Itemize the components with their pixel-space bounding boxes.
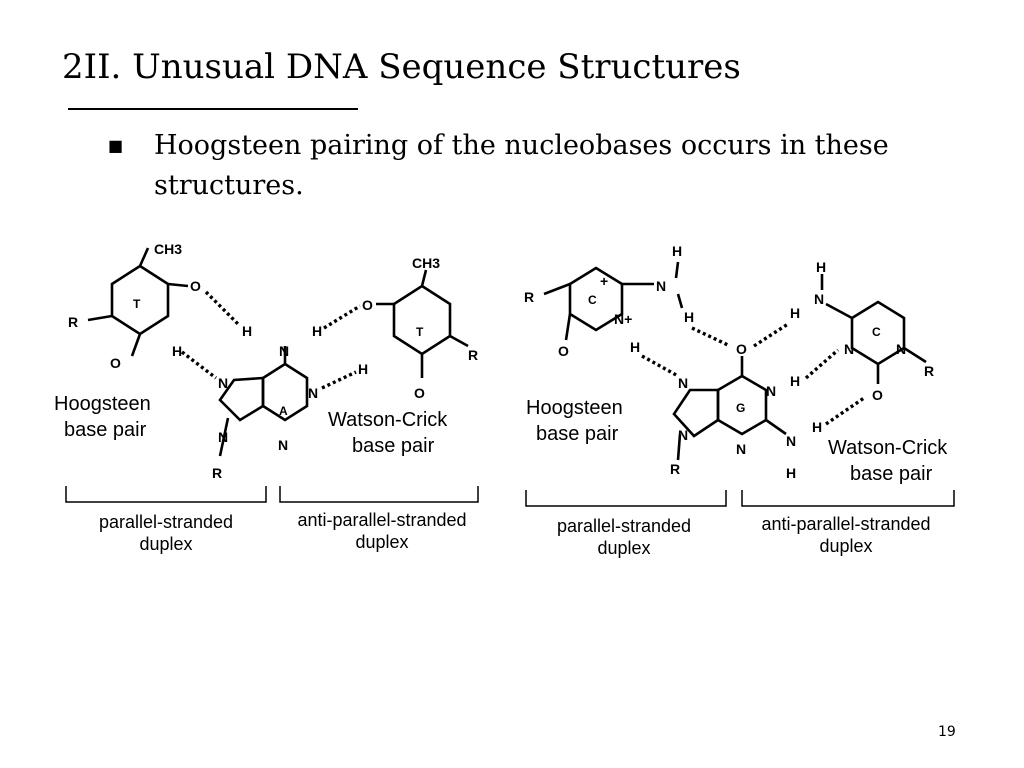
guanine-imidazole-ring bbox=[672, 388, 720, 438]
r-group: R bbox=[68, 314, 78, 330]
r-group: R bbox=[468, 347, 478, 363]
nitrogen-atom: N bbox=[786, 433, 796, 449]
r-group: R bbox=[670, 461, 680, 477]
parallel-bracket bbox=[525, 490, 727, 507]
hydrogen-atom: H bbox=[172, 343, 182, 359]
watson-crick-caption: base pair bbox=[352, 435, 435, 457]
nitrogen-atom: N bbox=[814, 291, 824, 307]
base-label-thymine: T bbox=[133, 297, 141, 311]
hydrogen-atom: H bbox=[812, 419, 822, 435]
hoogsteen-caption: base pair bbox=[536, 423, 619, 445]
protonated-nitrogen: N+ bbox=[614, 311, 632, 327]
r-group: R bbox=[524, 289, 534, 305]
parallel-bracket bbox=[65, 486, 267, 503]
antiparallel-bracket bbox=[741, 490, 955, 507]
hydrogen-atom: H bbox=[790, 305, 800, 321]
duplex-caption: anti-parallel-stranded bbox=[297, 510, 466, 530]
r-group: R bbox=[924, 363, 934, 379]
nitrogen-atom: N bbox=[844, 341, 854, 357]
watson-crick-caption: Watson-Crick bbox=[828, 437, 948, 459]
hydrogen-atom: H bbox=[358, 361, 368, 377]
base-label-thymine: T bbox=[416, 325, 424, 339]
hoogsteen-caption: Hoogsteen bbox=[54, 393, 151, 415]
hoogsteen-caption: base pair bbox=[64, 419, 147, 441]
oxygen-atom: O bbox=[190, 278, 201, 294]
positive-charge: + bbox=[600, 273, 608, 289]
slide-title: 2II. Unusual DNA Sequence Structures bbox=[62, 47, 741, 87]
watson-crick-caption: Watson-Crick bbox=[328, 409, 448, 431]
bullet-text: Hoogsteen pairing of the nucleobases occ… bbox=[154, 130, 889, 201]
cgc-triplet-diagram: H N H N+ H O R + C O N H N N N N H H R G… bbox=[524, 243, 955, 558]
nitrogen-atom: N bbox=[736, 441, 746, 457]
base-label-adenine: A bbox=[279, 404, 288, 418]
nitrogen-atom: N bbox=[278, 437, 288, 453]
hydrogen-atom: H bbox=[672, 243, 682, 259]
oxygen-atom: O bbox=[414, 385, 425, 401]
methyl-group: CH3 bbox=[412, 255, 440, 271]
adenine-imidazole-ring bbox=[218, 376, 265, 422]
oxygen-atom: O bbox=[736, 341, 747, 357]
hydrogen-atom: H bbox=[790, 373, 800, 389]
hydrogen-atom: H bbox=[312, 323, 322, 339]
square-bullet-icon: ■ bbox=[108, 136, 124, 155]
hydrogen-atom: H bbox=[786, 465, 796, 481]
nitrogen-atom: N bbox=[766, 383, 776, 399]
nitrogen-atom: N bbox=[678, 375, 688, 391]
nitrogen-atom: N bbox=[279, 343, 289, 359]
hydrogen-atom: H bbox=[630, 339, 640, 355]
nitrogen-atom: N bbox=[308, 385, 318, 401]
duplex-caption: duplex bbox=[597, 538, 650, 558]
base-label-cytosine: C bbox=[588, 293, 597, 307]
duplex-caption: duplex bbox=[819, 536, 872, 556]
bullet-item: ■ Hoogsteen pairing of the nucleobases o… bbox=[108, 126, 988, 206]
watson-crick-caption: base pair bbox=[850, 463, 933, 485]
base-label-cytosine: C bbox=[872, 325, 881, 339]
nitrogen-atom: N bbox=[218, 375, 228, 391]
tat-triplet-diagram: CH3 O O R H T N H H N N N N R A CH3 O O … bbox=[54, 241, 479, 554]
duplex-caption: parallel-stranded bbox=[99, 512, 233, 532]
base-label-guanine: G bbox=[736, 401, 745, 415]
nitrogen-atom: N bbox=[656, 278, 666, 294]
antiparallel-bracket bbox=[279, 486, 479, 503]
base-pairing-figure: CH3 O O R H T N H H N N N N R A CH3 O O … bbox=[54, 241, 955, 558]
nitrogen-atom: N bbox=[678, 427, 688, 443]
hydrogen-atom: H bbox=[242, 323, 252, 339]
duplex-caption: parallel-stranded bbox=[557, 516, 691, 536]
page-number: 19 bbox=[938, 724, 956, 740]
duplex-caption: duplex bbox=[355, 532, 408, 552]
methyl-group: CH3 bbox=[154, 241, 182, 257]
hoogsteen-caption: Hoogsteen bbox=[526, 397, 623, 419]
thymine-right-ring bbox=[392, 284, 452, 356]
oxygen-atom: O bbox=[362, 297, 373, 313]
duplex-caption: duplex bbox=[139, 534, 192, 554]
title-underline bbox=[68, 108, 358, 110]
oxygen-atom: O bbox=[872, 387, 883, 403]
oxygen-atom: O bbox=[110, 355, 121, 371]
r-group: R bbox=[212, 465, 222, 481]
oxygen-atom: O bbox=[558, 343, 569, 359]
hydrogen-atom: H bbox=[816, 259, 826, 275]
hydrogen-atom: H bbox=[684, 309, 694, 325]
nitrogen-atom: N bbox=[896, 341, 906, 357]
duplex-caption: anti-parallel-stranded bbox=[761, 514, 930, 534]
nitrogen-atom: N bbox=[218, 429, 228, 445]
